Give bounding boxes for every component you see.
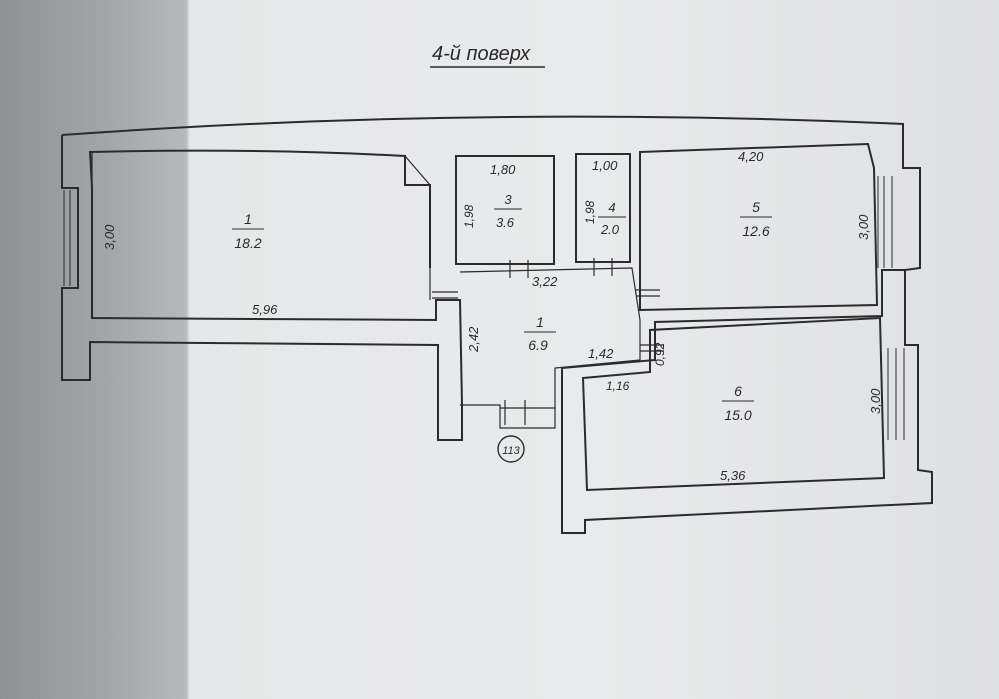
dim-r1-offset: 0,92 xyxy=(653,342,667,366)
room-number: 6 xyxy=(734,383,742,399)
room-number: 5 xyxy=(752,199,760,215)
room-label-5: 5 12.6 xyxy=(740,199,772,239)
dim-r6-width: 5,36 xyxy=(720,468,746,483)
room-label-3: 3 3.6 xyxy=(494,192,522,230)
room-area: 18.2 xyxy=(234,235,261,251)
room-area: 15.0 xyxy=(724,407,751,423)
dim-r2-width: 5,96 xyxy=(252,302,278,317)
room-label-6: 6 15.0 xyxy=(722,383,754,423)
room-2-wall xyxy=(91,152,431,318)
stair-marker-circle xyxy=(497,435,525,463)
room-area: 12.6 xyxy=(742,223,769,239)
door-marks xyxy=(432,258,664,425)
room-number: 3 xyxy=(504,192,512,207)
dim-r3-width: 1,80 xyxy=(490,162,516,177)
outer-wall xyxy=(61,115,933,534)
dim-r5-width: 4,20 xyxy=(738,149,764,164)
room-label-4: 4 2.0 xyxy=(598,200,626,237)
dim-r4-width: 1,00 xyxy=(592,158,618,173)
room-area: 2.0 xyxy=(600,222,620,237)
room-6-box xyxy=(581,316,886,492)
dim-r5-height: 3,00 xyxy=(856,214,871,240)
room-label-2: 1 18.2 xyxy=(232,211,264,251)
stair-marker-label: 113 xyxy=(502,445,520,457)
dim-r4-height: 1,98 xyxy=(583,200,597,224)
room-5-box xyxy=(639,142,879,312)
room-number: 1 xyxy=(244,211,252,227)
room-area: 6.9 xyxy=(528,337,548,353)
dim-r6-height: 3,00 xyxy=(868,388,883,414)
dim-r1-height: 2,42 xyxy=(466,326,481,353)
dim-r6-small: 1,16 xyxy=(606,379,630,393)
corridor-wall xyxy=(459,267,641,429)
room-area: 3.6 xyxy=(496,215,515,230)
room-3-box xyxy=(455,155,555,265)
room-label-1: 1 6.9 xyxy=(524,314,556,353)
plan-title: 4-й поверх xyxy=(432,43,531,65)
room-4-box xyxy=(575,153,631,263)
room-number: 4 xyxy=(608,200,615,215)
dim-r1-width: 3,22 xyxy=(532,274,558,289)
room-number: 1 xyxy=(536,314,544,330)
dim-r1-part: 1,42 xyxy=(588,346,614,361)
dim-r2-height: 3,00 xyxy=(102,224,117,250)
windows xyxy=(63,176,905,440)
dim-r3-height: 1,98 xyxy=(462,204,476,228)
